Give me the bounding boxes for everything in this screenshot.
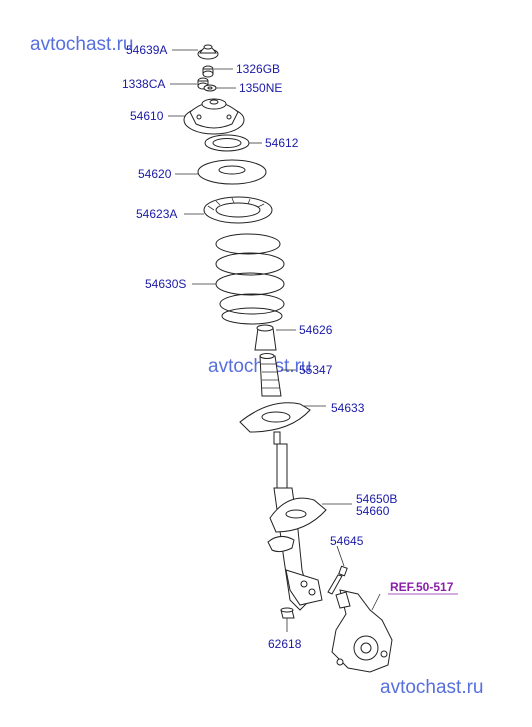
label-54612: 54612 [265,136,299,150]
steering-knuckle-part [331,589,393,673]
watermark-bottom-right: avtochast.ru [380,677,484,698]
bump-stop-part [254,324,277,351]
label-54630s: 54630S [145,277,186,291]
label-54610: 54610 [130,109,164,123]
label-54650b: 54650B [356,492,397,506]
label-54645: 54645 [330,534,364,548]
label-54626: 54626 [299,323,333,337]
watermark-middle: avtochast.ru [208,356,312,377]
washer-1350ne-part [203,84,217,92]
label-54639a: 54639A [126,43,167,57]
coil-spring-part [215,233,285,325]
label-54623a: 54623A [136,207,177,221]
bolt-54645-part [327,565,348,595]
label-1326gb: 1326GB [236,62,280,76]
nut-62618-part [280,607,295,619]
strut-mount-part [183,98,245,135]
label-54620: 54620 [138,167,172,181]
label-54633: 54633 [331,401,365,415]
spring-pad-part [203,196,273,224]
label-1338ca: 1338CA [122,77,165,91]
lower-spring-pad-part [239,402,311,433]
strut-body-part [267,431,327,611]
label-54660: 54660 [356,504,390,518]
label-62618: 62618 [268,637,302,651]
watermark-top-left: avtochast.ru [30,34,134,55]
dust-cap-part [197,44,219,60]
upper-spring-seat-part [197,159,267,185]
label-1350ne: 1350NE [239,81,282,95]
bearing-part [204,134,250,152]
nut-1338ca-part [197,77,209,90]
label-55347: 55347 [299,363,333,377]
nut-1326gb-part [202,65,214,78]
dust-boot-part [259,353,282,397]
ref-label[interactable]: REF.50-517 [390,580,454,594]
